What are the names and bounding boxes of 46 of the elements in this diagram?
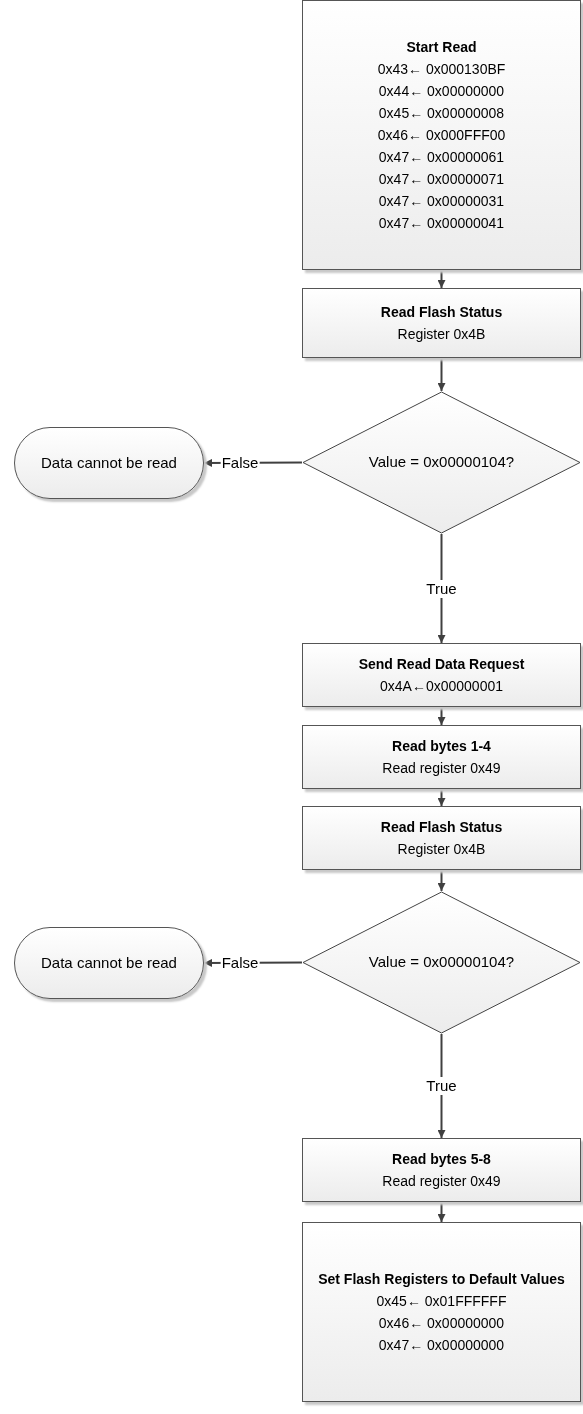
process-box <box>302 643 581 707</box>
arrow <box>437 706 446 726</box>
edge-label: True <box>425 579 458 598</box>
step-heading: Read bytes 5-8 <box>392 1150 491 1169</box>
step-text: 0x45← 0x00000008 <box>378 104 505 123</box>
step-text: 0x4A←0x00000001 <box>380 677 503 696</box>
step-text: 0x47← 0x00000000 <box>378 1336 505 1355</box>
step-text: 0x47← 0x00000061 <box>378 148 505 167</box>
step-heading: Read bytes 1-4 <box>392 737 491 756</box>
arrow <box>437 357 446 392</box>
process-box <box>302 1138 581 1202</box>
step-text: 0x47← 0x00000031 <box>378 192 505 211</box>
arrow <box>437 269 446 289</box>
step-text: Read register 0x49 <box>382 1172 501 1191</box>
step-text: Data cannot be read <box>41 453 177 473</box>
step-heading: Read Flash Status <box>380 818 503 837</box>
step-text: 0x45← 0x01FFFFFF <box>376 1292 507 1311</box>
step-text: 0x46← 0x00000000 <box>378 1314 505 1333</box>
step-text: 0x46← 0x000FFF00 <box>377 126 506 145</box>
process-box <box>302 288 581 358</box>
arrow <box>437 1201 446 1223</box>
step-text: 0x44← 0x00000000 <box>378 82 505 101</box>
decision-diamond <box>302 891 581 1034</box>
step-text: Data cannot be read <box>41 953 177 973</box>
step-text: Register 0x4B <box>397 840 486 859</box>
step-text: 0x47← 0x00000071 <box>378 170 505 189</box>
process-box <box>302 725 581 789</box>
step-text: 0x47← 0x00000041 <box>378 214 505 233</box>
terminal-box <box>14 927 204 999</box>
decision-diamond <box>302 391 581 534</box>
step-heading: Send Read Data Request <box>358 655 525 674</box>
edge-label: True <box>425 1077 458 1095</box>
step-text: Register 0x4B <box>397 325 486 344</box>
process-box <box>302 0 581 270</box>
decision-text: Value = 0x00000104? <box>368 452 515 473</box>
decision-text: Value = 0x00000104? <box>368 952 515 973</box>
step-heading: Read Flash Status <box>380 303 503 322</box>
arrow <box>437 869 446 892</box>
arrow <box>437 788 446 807</box>
step-heading: Set Flash Registers to Default Values <box>318 1270 565 1289</box>
process-box <box>302 1222 581 1402</box>
step-text: Read register 0x49 <box>382 759 501 778</box>
step-text: 0x43← 0x000130BF <box>377 60 506 79</box>
terminal-box <box>14 427 204 499</box>
step-heading: Start Read <box>406 38 477 57</box>
process-box <box>302 806 581 870</box>
